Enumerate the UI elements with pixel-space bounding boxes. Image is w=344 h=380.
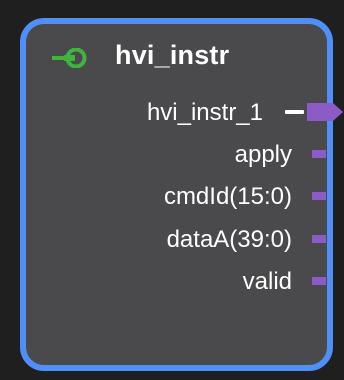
port-label-dataa: dataA(39:0): [166, 226, 292, 253]
port-label-apply: apply: [234, 141, 292, 168]
bus-connector-line: [285, 110, 304, 114]
block-title: hvi_instr: [115, 40, 230, 70]
hvi-instr-block[interactable]: [20, 18, 333, 371]
port-label-cmdid: cmdId(15:0): [163, 183, 292, 210]
green-link-icon: [52, 48, 87, 68]
port-pin-valid[interactable]: [312, 277, 326, 285]
bus-output-port-arrow[interactable]: [307, 103, 343, 121]
port-pin-cmdid[interactable]: [312, 192, 326, 200]
port-pin-apply[interactable]: [312, 150, 326, 158]
port-pin-dataa[interactable]: [312, 235, 326, 243]
port-label-hvi-instr-1: hvi_instr_1: [146, 99, 263, 126]
port-label-valid: valid: [242, 268, 292, 295]
